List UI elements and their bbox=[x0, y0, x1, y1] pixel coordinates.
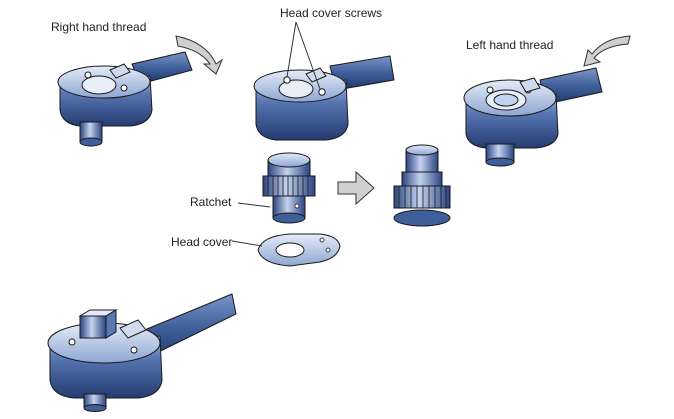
head-screw bbox=[68, 338, 76, 346]
ratchet-gear bbox=[393, 185, 451, 209]
head-screw bbox=[84, 71, 92, 79]
head-screw bbox=[283, 76, 291, 84]
reverse-lever bbox=[109, 63, 131, 79]
label-head-cover: Head cover bbox=[171, 235, 233, 249]
label-right-hand-thread: Right hand thread bbox=[51, 20, 147, 34]
head-cover-part bbox=[257, 233, 341, 267]
leader-head-cover bbox=[231, 240, 263, 247]
ratchet-flipped bbox=[393, 144, 451, 227]
head-screw bbox=[318, 88, 326, 96]
label-ratchet: Ratchet bbox=[190, 195, 232, 209]
rotation-arrow-counterclockwise bbox=[583, 35, 631, 67]
head-screw bbox=[130, 346, 138, 354]
reverse-lever bbox=[519, 77, 541, 93]
wrench-assembled bbox=[47, 293, 237, 412]
wrench-left-hand-thread bbox=[463, 67, 603, 167]
leader-ratchet bbox=[237, 202, 271, 208]
flip-arrow bbox=[337, 170, 375, 206]
wrench-right-hand-thread bbox=[57, 51, 193, 147]
square-drive-top bbox=[79, 315, 107, 339]
leader-head-cover-screws bbox=[286, 21, 321, 90]
label-left-hand-thread: Left hand thread bbox=[466, 38, 554, 52]
reverse-lever bbox=[305, 67, 327, 83]
top-cover-plate bbox=[278, 79, 314, 99]
ratchet-gear bbox=[262, 175, 316, 197]
label-head-cover-screws: Head cover screws bbox=[280, 6, 383, 20]
head-screw bbox=[486, 86, 494, 94]
reverse-lever bbox=[119, 319, 147, 339]
ratchet-part bbox=[262, 152, 316, 224]
wrench-head-cover-screws bbox=[253, 55, 395, 141]
top-cover-plate bbox=[81, 75, 117, 95]
head-screw bbox=[120, 84, 128, 92]
rotation-arrow-clockwise bbox=[175, 35, 224, 75]
